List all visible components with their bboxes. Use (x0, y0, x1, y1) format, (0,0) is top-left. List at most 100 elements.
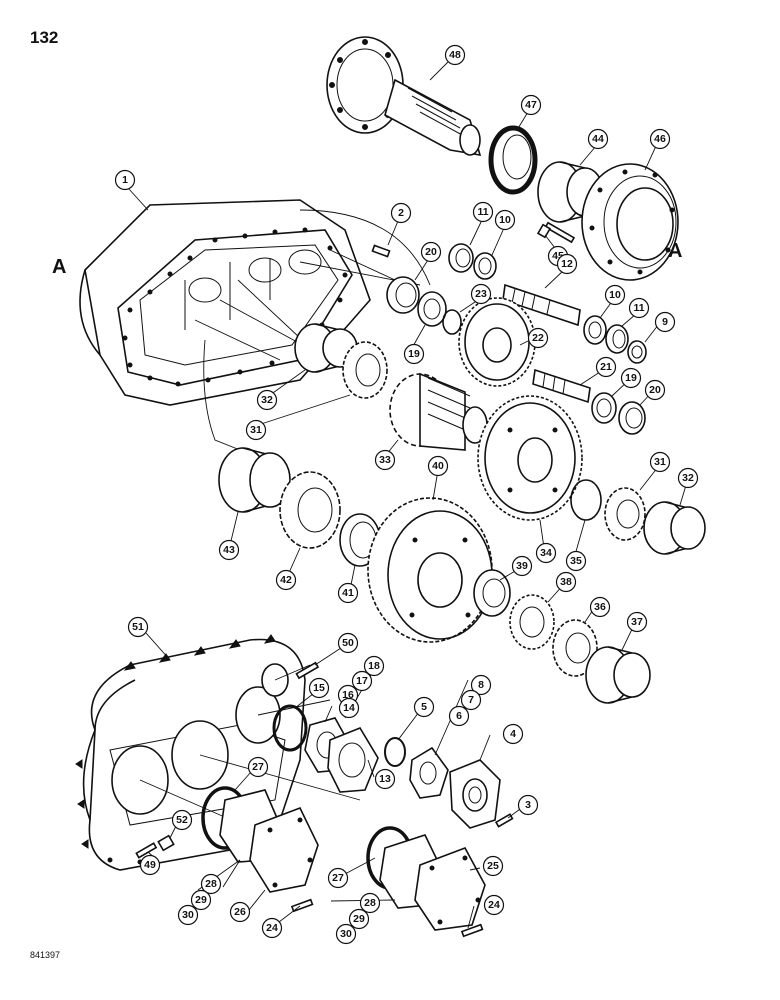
svg-text:12: 12 (561, 258, 573, 270)
bolt-24b-part (460, 923, 484, 938)
callout-20b: 20 (644, 379, 666, 401)
svg-text:10: 10 (609, 289, 621, 301)
svg-text:46: 46 (654, 133, 666, 145)
callout-47: 47 (520, 94, 542, 116)
callout-28a: 28 (200, 873, 222, 895)
callout-34: 34 (535, 542, 557, 564)
svg-text:29: 29 (195, 894, 207, 906)
svg-text:14: 14 (343, 702, 355, 714)
callout-44: 44 (587, 128, 609, 150)
svg-text:44: 44 (592, 133, 604, 145)
svg-text:7: 7 (468, 694, 474, 706)
seal-9-part (627, 340, 647, 364)
callout-20a: 20 (420, 241, 442, 263)
shim-6-part (409, 746, 449, 799)
bearing-cone-31b-part (604, 487, 646, 541)
svg-text:28: 28 (205, 878, 217, 890)
callout-25: 25 (482, 855, 504, 877)
bearing-cone-31-part (342, 341, 388, 399)
callout-5: 5 (413, 696, 435, 718)
callout-49: 49 (139, 854, 161, 876)
svg-text:18: 18 (368, 660, 380, 672)
svg-text:10: 10 (499, 214, 511, 226)
callout-41: 41 (337, 582, 359, 604)
svg-text:48: 48 (449, 49, 461, 61)
plug-52-part (157, 834, 175, 852)
callout-22: 22 (527, 327, 549, 349)
callout-32a: 32 (256, 389, 278, 411)
callout-4: 4 (502, 723, 524, 745)
callout-21: 21 (595, 356, 617, 378)
svg-text:27: 27 (252, 761, 264, 773)
callout-33: 33 (374, 449, 396, 471)
bearing-cup-20-part (386, 276, 420, 314)
cover-26-part (249, 806, 319, 893)
svg-text:36: 36 (594, 601, 606, 613)
svg-text:1: 1 (122, 174, 128, 186)
svg-text:43: 43 (223, 544, 235, 556)
pinion-shaft-part (389, 372, 488, 451)
bearing-cone-10-part (473, 252, 497, 280)
callout-11b: 11 (628, 297, 650, 319)
callout-10a: 10 (494, 209, 516, 231)
bearing-cone-42-part (279, 471, 341, 549)
seal-39-part (473, 569, 511, 617)
callout-15: 15 (308, 677, 330, 699)
svg-text:34: 34 (540, 547, 552, 559)
svg-text:32: 32 (261, 394, 273, 406)
callout-24b: 24 (483, 894, 505, 916)
callout-52: 52 (171, 809, 193, 831)
svg-text:29: 29 (353, 913, 365, 925)
svg-text:40: 40 (432, 460, 444, 472)
callout-36: 36 (589, 596, 611, 618)
svg-text:19: 19 (408, 348, 420, 360)
svg-text:41: 41 (342, 587, 354, 599)
svg-text:16: 16 (342, 689, 354, 701)
bolt-49-part (135, 842, 158, 859)
svg-text:4: 4 (510, 728, 516, 740)
callout-30b: 30 (335, 923, 357, 945)
oil-seal-part (488, 125, 538, 195)
callout-3: 3 (517, 794, 539, 816)
bearing-cup-37-part (585, 646, 651, 704)
bearing-cup-20b-part (618, 401, 646, 435)
bearing-cone-19-part (417, 291, 447, 327)
callout-11a: 11 (472, 201, 494, 223)
svg-text:31: 31 (250, 424, 262, 436)
callout-46: 46 (649, 128, 671, 150)
callout-31a: 31 (245, 419, 267, 441)
svg-text:9: 9 (662, 316, 668, 328)
snap-ring-23-part (442, 309, 462, 335)
svg-text:20: 20 (649, 384, 661, 396)
svg-text:32: 32 (682, 472, 694, 484)
callout-29a: 29 (190, 889, 212, 911)
page-number: 132 (30, 28, 59, 47)
yoke-4-part (449, 759, 501, 829)
callout-38: 38 (555, 571, 577, 593)
callout-48: 48 (444, 44, 466, 66)
svg-text:5: 5 (421, 701, 427, 713)
drawing-code: 841397 (30, 950, 61, 960)
callout-19b: 19 (620, 367, 642, 389)
svg-text:22: 22 (532, 332, 544, 344)
bearing-cone-36-part (552, 619, 598, 677)
snap-ring-35-part (570, 479, 602, 521)
callout-19a: 19 (403, 343, 425, 365)
callout-37: 37 (626, 611, 648, 633)
gear-22-part (458, 297, 536, 387)
svg-text:50: 50 (342, 637, 354, 649)
callout-2: 2 (390, 202, 412, 224)
o-ring-15-part (272, 704, 308, 752)
svg-text:8: 8 (478, 679, 484, 691)
svg-text:11: 11 (477, 206, 488, 218)
svg-text:3: 3 (525, 799, 531, 811)
bolt-part (536, 221, 576, 244)
callout-29b: 29 (348, 908, 370, 930)
shaft-21-part (532, 368, 591, 404)
bearing-cup-part (537, 161, 604, 223)
callout-24a: 24 (261, 917, 283, 939)
svg-text:33: 33 (379, 454, 391, 466)
svg-text:52: 52 (176, 814, 188, 826)
callout-23: 23 (470, 283, 492, 305)
